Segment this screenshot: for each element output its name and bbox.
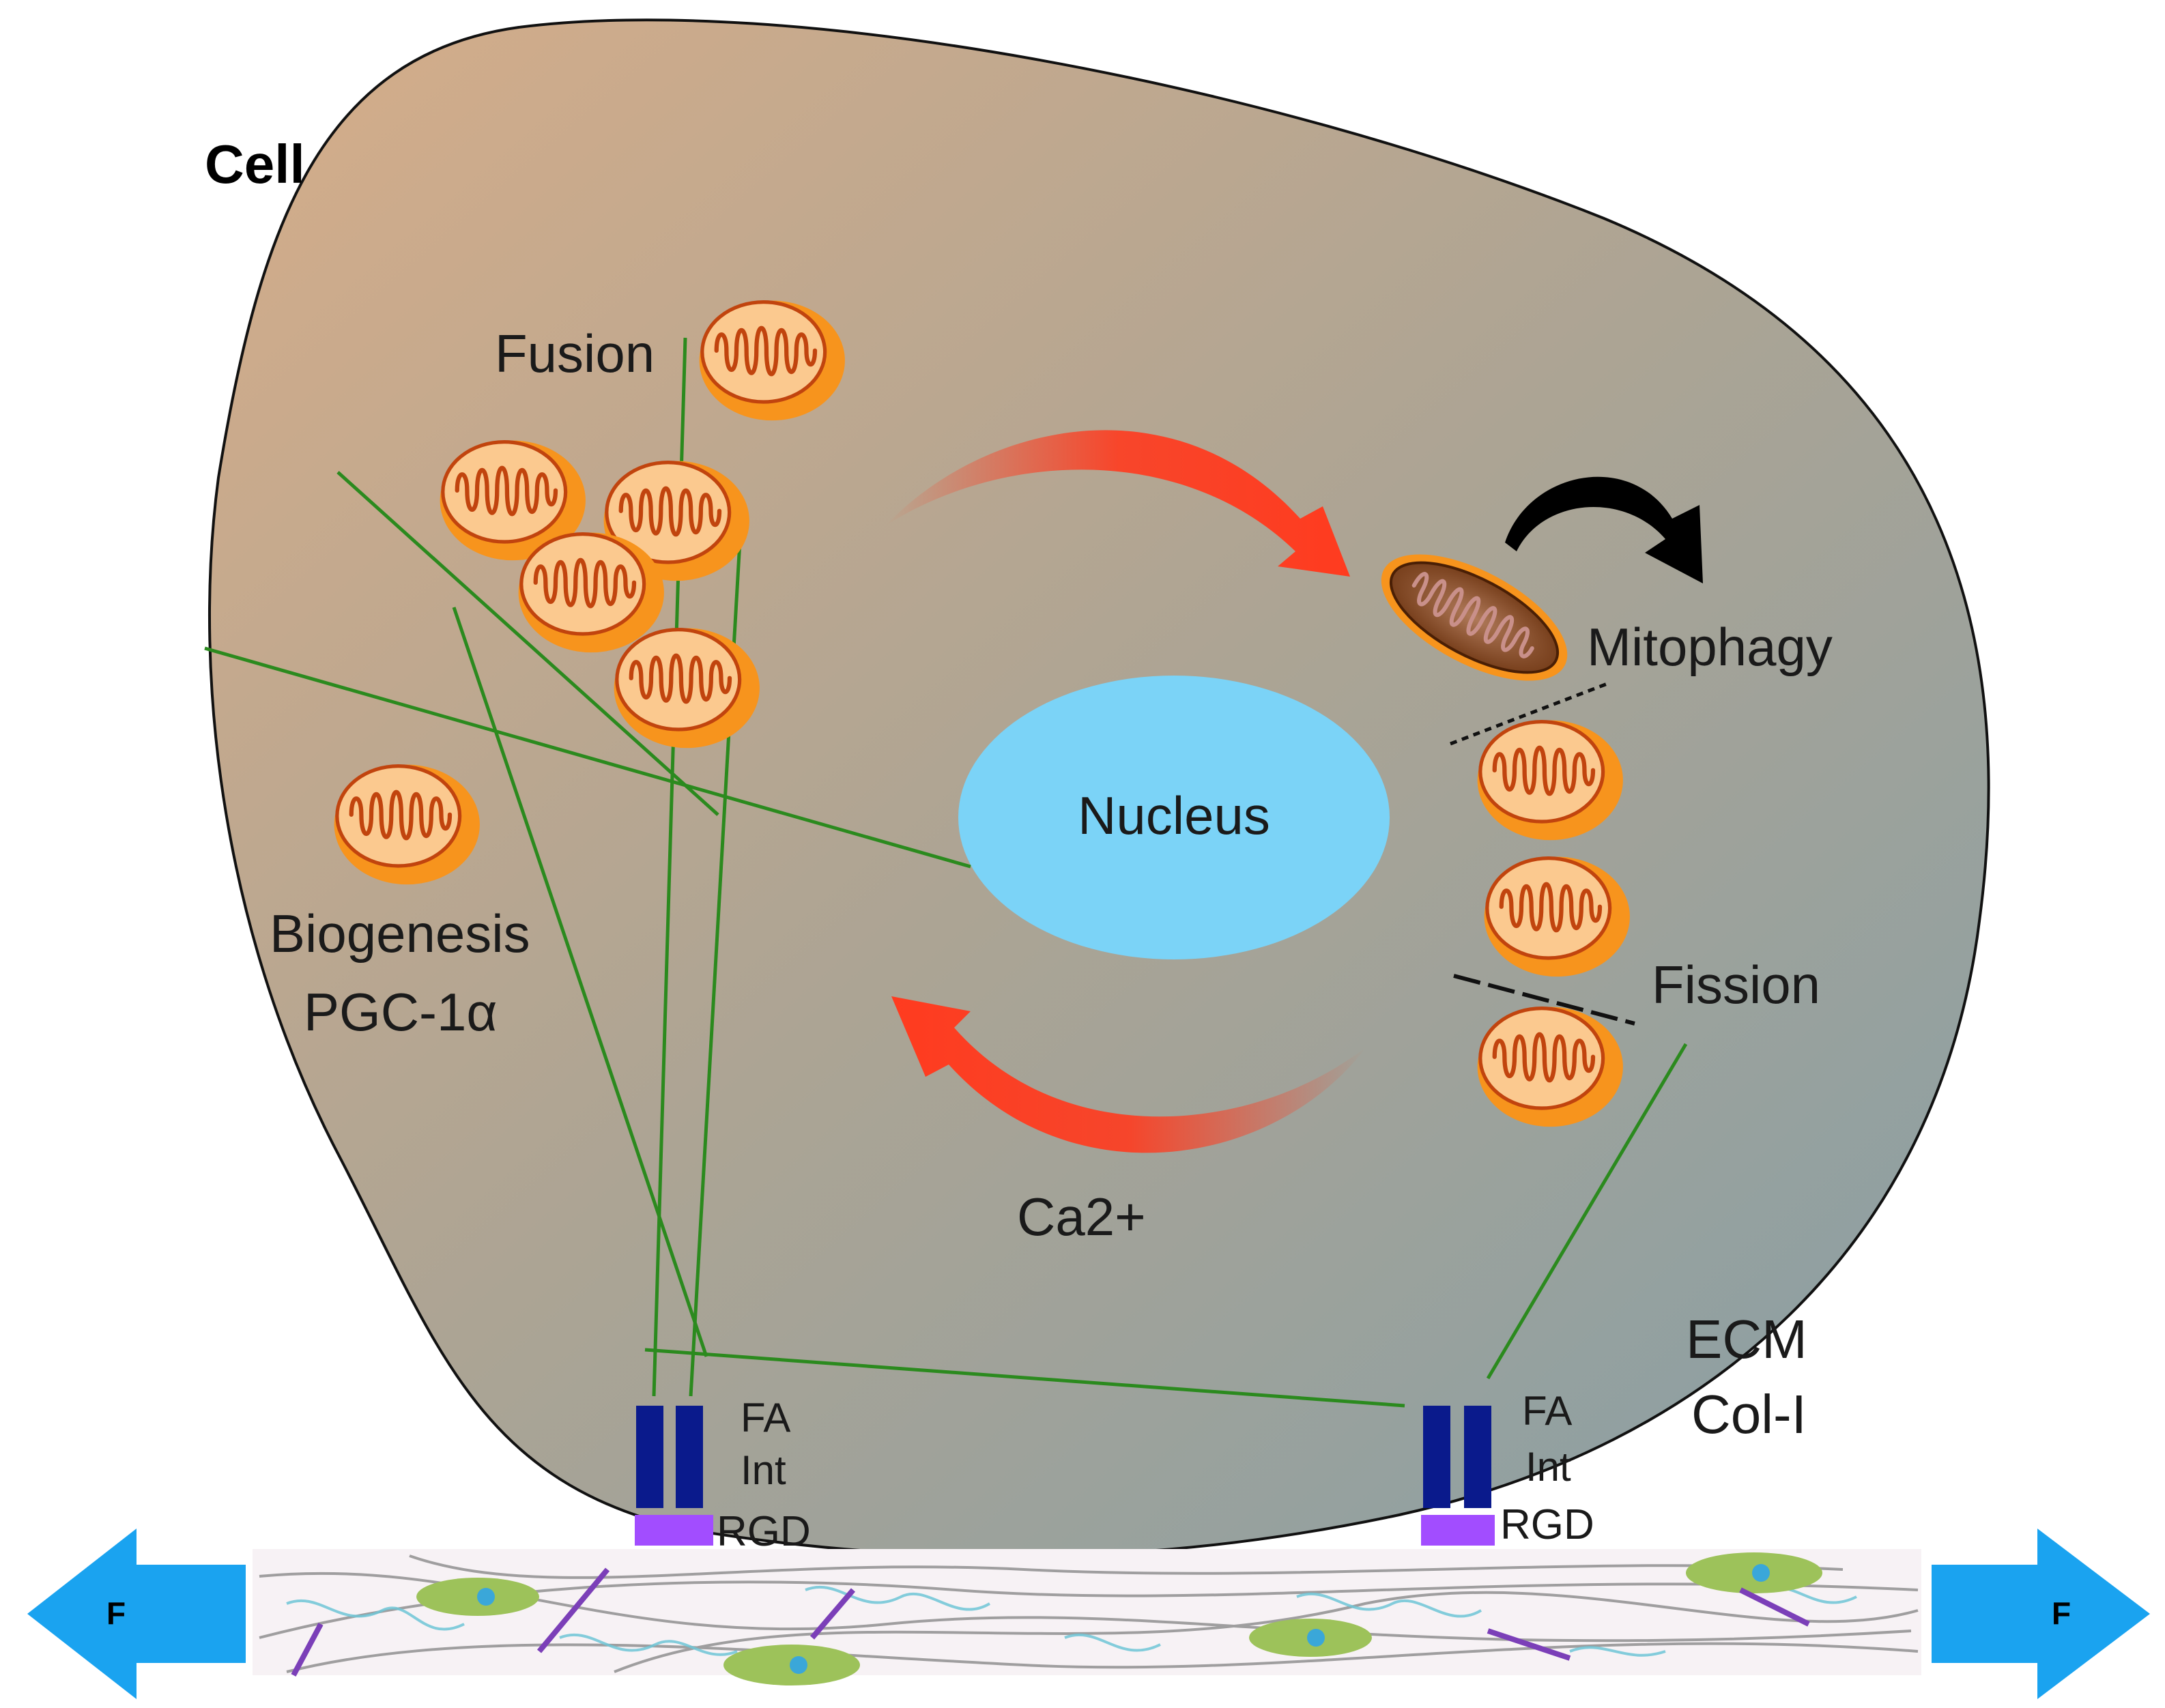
fusion-label: Fusion (495, 323, 655, 383)
fa-label-right: FA (1522, 1388, 1572, 1434)
force-arrow-left: F (27, 1529, 246, 1699)
force-arrow-right: F (1932, 1529, 2150, 1699)
integrin-bar (1464, 1406, 1491, 1508)
force-label-left: F (106, 1595, 126, 1631)
int-label-left: Int (741, 1447, 786, 1493)
cell-label: Cell (205, 134, 305, 194)
cycle-arrow-bottom (891, 996, 1366, 1153)
integrin-bar (636, 1406, 663, 1508)
nucleus (958, 676, 1390, 959)
mitochondrion (700, 301, 845, 421)
nucleus-label: Nucleus (1078, 785, 1270, 845)
col-label: Col-I (1691, 1384, 1807, 1445)
mitochondrion (1485, 857, 1630, 977)
pgc-label: PGC-1α (304, 982, 497, 1042)
mitochondrion (519, 533, 664, 653)
mitophagy-label: Mitophagy (1587, 617, 1833, 677)
fission-dashed-line-bottom (1453, 974, 1635, 1026)
ecm-label: ECM (1686, 1309, 1807, 1370)
rgd-label-right: RGD (1500, 1501, 1594, 1548)
biogenesis-label: Biogenesis (270, 903, 530, 964)
fission-label: Fission (1652, 955, 1820, 1015)
focal-adhesion-right (1421, 1406, 1495, 1546)
fission-mitochondria (1478, 721, 1630, 1127)
focal-adhesion-left (635, 1406, 713, 1546)
rgd-block (1421, 1515, 1495, 1546)
fa-label-left: FA (741, 1395, 790, 1441)
calcium-label: Ca2+ (1017, 1187, 1146, 1247)
cycle-arrow-top (886, 430, 1350, 577)
integrin-bar (1423, 1406, 1450, 1508)
ecm-band (253, 1549, 1921, 1685)
int-label-right: Int (1525, 1444, 1571, 1490)
mitochondrion (614, 628, 760, 749)
integrin-bar (676, 1406, 703, 1508)
rgd-block (635, 1515, 713, 1546)
mitophagy-arrow (1505, 476, 1703, 583)
rgd-label-left: RGD (717, 1508, 811, 1555)
biogenesis-mitochondrion (334, 765, 480, 885)
mitochondrion (1478, 1007, 1623, 1127)
mitochondrion (1478, 721, 1623, 841)
force-label-right: F (2052, 1595, 2071, 1631)
mitophagy-mitochondrion (1381, 554, 1568, 681)
fission-dashed-line-top (1450, 680, 1611, 746)
